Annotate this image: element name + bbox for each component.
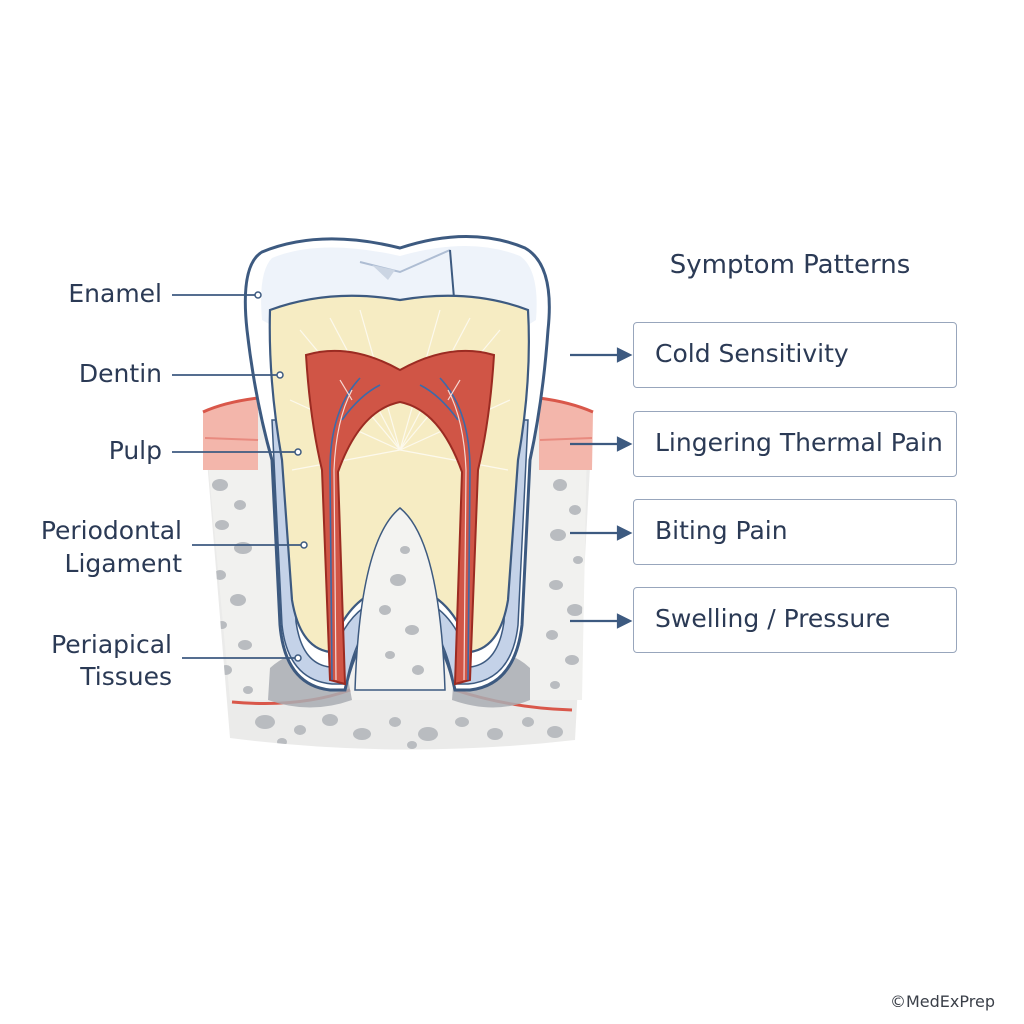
label-pulp: Pulp — [108, 436, 162, 465]
pulp-chamber — [304, 349, 496, 686]
symptom-label: Lingering Thermal Pain — [655, 428, 943, 457]
label-periodontal-line2: Ligament — [64, 549, 182, 578]
symptom-label: Cold Sensitivity — [655, 339, 849, 368]
label-dentin: Dentin — [78, 359, 162, 388]
pulp-vessels — [329, 377, 471, 681]
symptom-patterns-title: Symptom Patterns — [669, 250, 911, 280]
symptom-label: Biting Pain — [655, 516, 788, 545]
symptom-box-cold-sensitivity: Cold Sensitivity — [633, 322, 957, 388]
label-enamel: Enamel — [68, 279, 162, 308]
symptom-box-swelling-pressure: Swelling / Pressure — [633, 587, 957, 653]
symptom-box-biting-pain: Biting Pain — [633, 499, 957, 565]
symptom-label: Swelling / Pressure — [655, 604, 891, 633]
label-periapical-line1: Periapical — [51, 630, 172, 659]
symptom-arrows — [570, 347, 633, 629]
copyright-notice: ©MedExPrep — [890, 992, 995, 1011]
symptom-box-lingering-thermal-pain: Lingering Thermal Pain — [633, 411, 957, 477]
label-periodontal-line1: Periodontal — [40, 516, 182, 545]
inter-radicular-bone — [354, 507, 446, 691]
label-periapical-line2: Tissues — [80, 662, 172, 691]
gum-right — [539, 398, 593, 470]
anatomy-leader-lines — [172, 294, 304, 659]
